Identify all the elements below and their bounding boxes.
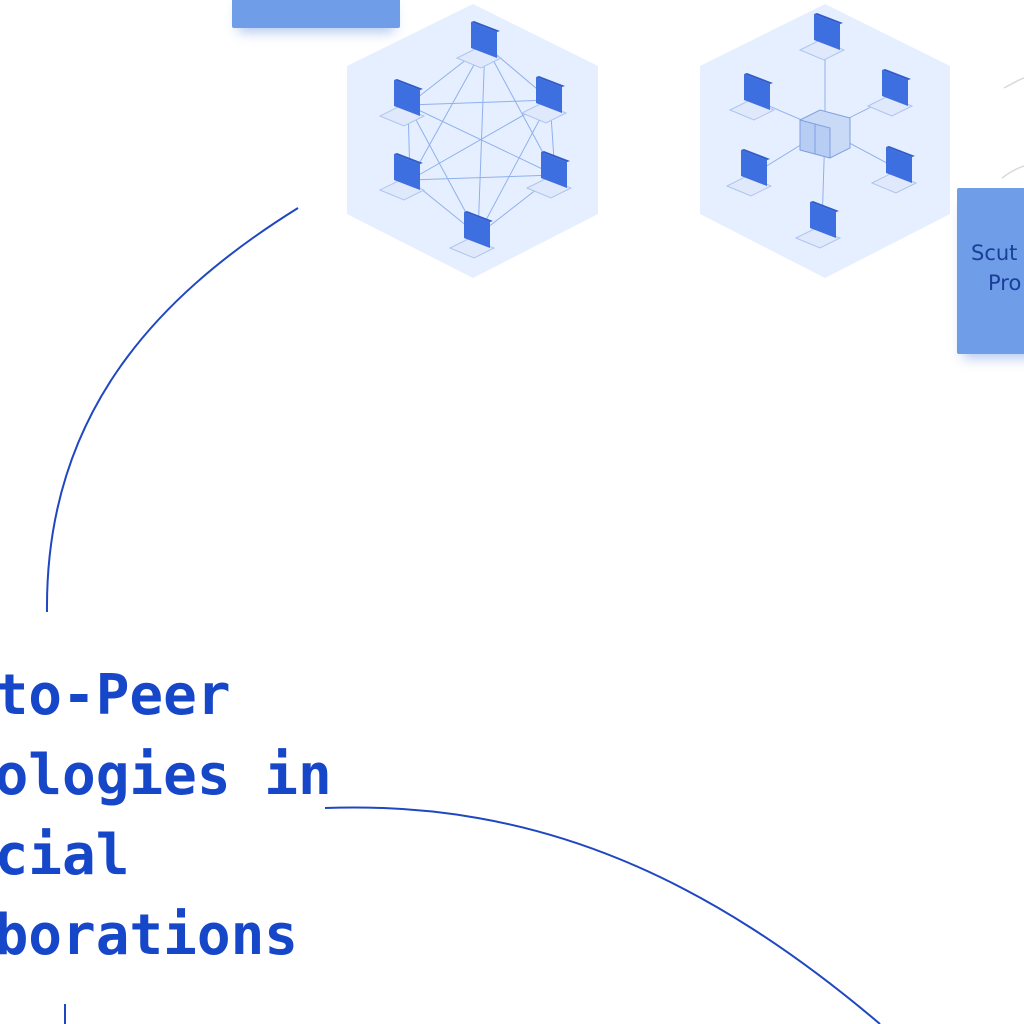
server-icon xyxy=(799,109,851,159)
star-network-diagram[interactable] xyxy=(700,4,950,278)
mesh-network-diagram[interactable] xyxy=(347,4,598,278)
sticky-note-top-left[interactable] xyxy=(232,0,400,28)
connector-line[interactable] xyxy=(1003,77,1024,89)
title-line: Collaborations xyxy=(0,903,299,968)
connector-line[interactable] xyxy=(324,806,881,1024)
connector-line[interactable] xyxy=(45,207,299,613)
title-line: Technologies in xyxy=(0,743,332,808)
title-line: Peer-to-Peer xyxy=(0,663,231,728)
sticky-note-right-line2: Pro xyxy=(988,271,1022,295)
sticky-note-right-line1: Scut xyxy=(971,241,1018,265)
sticky-note-right[interactable]: Scut Pro xyxy=(957,188,1024,354)
title-line: Financial xyxy=(0,823,130,888)
page-title[interactable]: Peer-to-Peer Technologies in Financial C… xyxy=(0,656,332,976)
connector-line[interactable] xyxy=(1001,165,1024,179)
mesh-hexagon xyxy=(347,4,598,278)
